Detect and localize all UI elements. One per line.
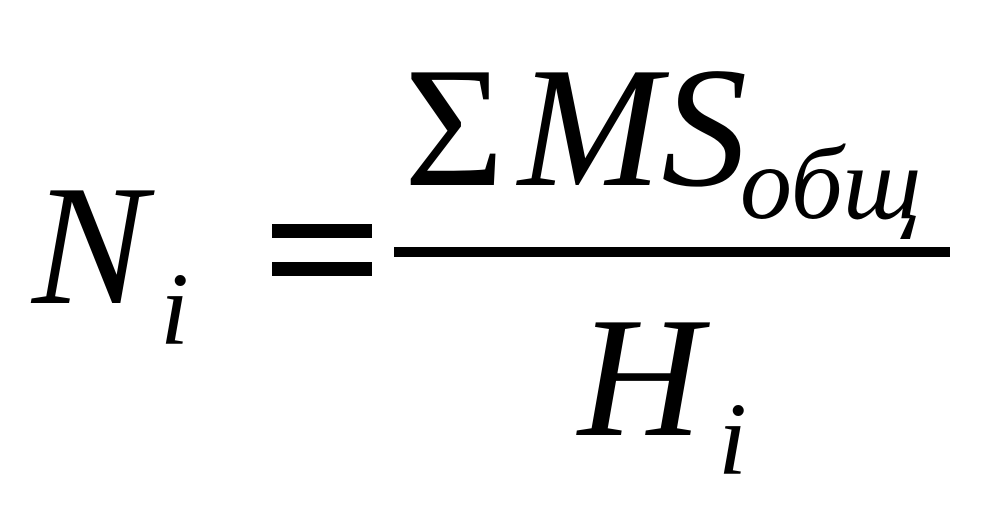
equals-sign-top-bar bbox=[272, 224, 372, 238]
denominator-subscript: i bbox=[718, 382, 747, 497]
sum-symbol: Σ bbox=[404, 33, 505, 223]
lhs-subscript: i bbox=[160, 252, 189, 367]
denominator-variable: H bbox=[578, 283, 703, 473]
numerator-subscript: общ bbox=[740, 126, 922, 241]
numerator-variable: MS bbox=[518, 33, 748, 223]
fraction-bar bbox=[394, 247, 950, 257]
lhs-variable: N bbox=[32, 151, 147, 341]
equals-sign-bottom-bar bbox=[272, 262, 372, 276]
